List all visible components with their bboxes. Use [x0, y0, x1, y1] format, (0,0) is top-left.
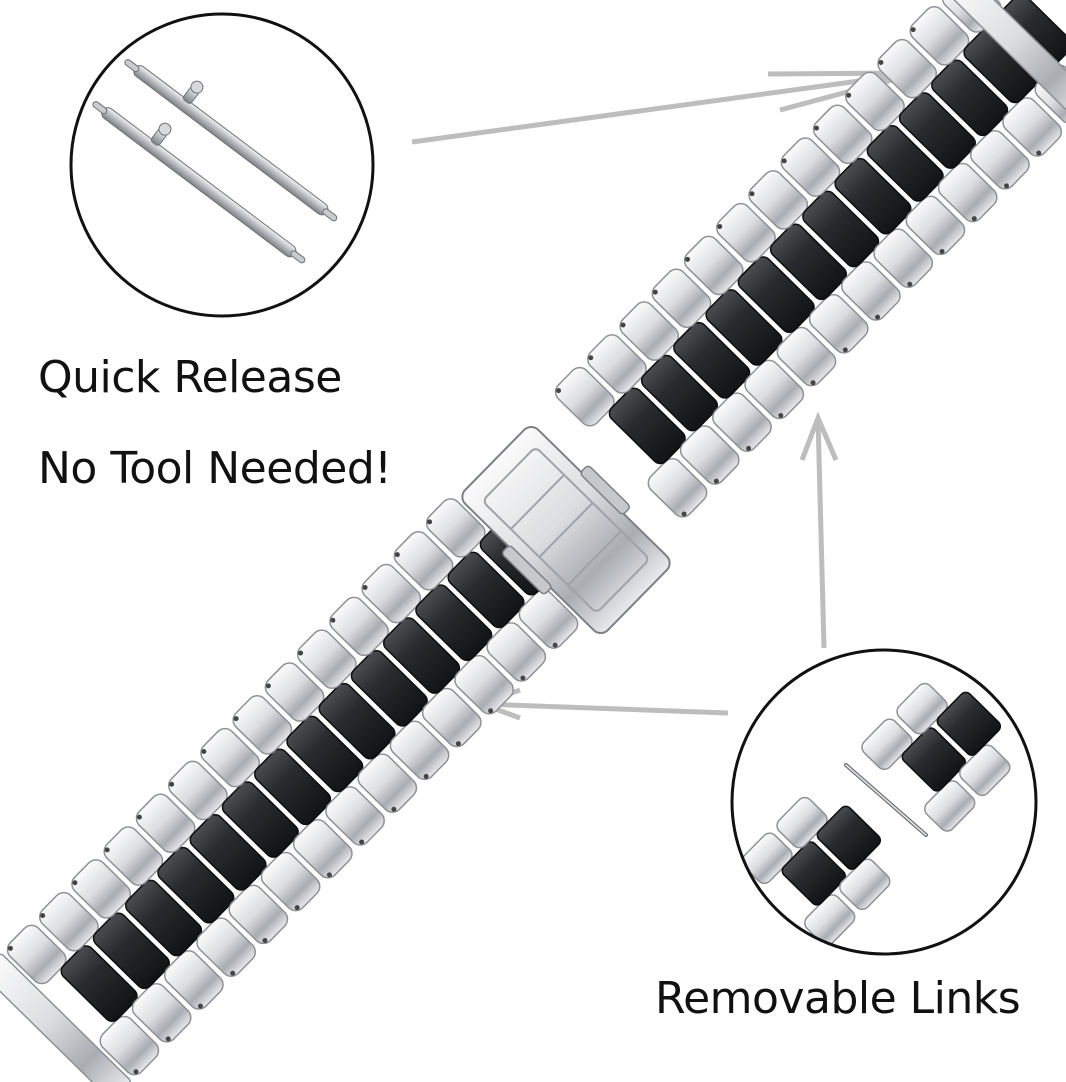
- band-link: [748, 170, 901, 321]
- link-pin-icon: [844, 763, 928, 837]
- inset-circle-outline: [69, 12, 375, 318]
- band-link: [909, 6, 1063, 157]
- band-link: [716, 202, 869, 354]
- band-link: [200, 727, 353, 879]
- band-link: [780, 137, 934, 288]
- band-link: [877, 38, 1030, 190]
- band-link: [39, 891, 192, 1043]
- band-link: [554, 366, 708, 518]
- spring-bar-pin-icon: [124, 59, 338, 222]
- butterfly-clasp: [461, 425, 671, 635]
- arrow-to-band-right: [799, 411, 839, 649]
- band-link: [103, 826, 256, 977]
- band-link: [329, 596, 482, 748]
- band-end-plate-right: [946, 0, 1066, 120]
- removable-link-icon: [861, 682, 1011, 832]
- band-link: [812, 104, 966, 256]
- spring-bar-inset: [69, 12, 375, 318]
- inset-link-segment: [776, 796, 891, 911]
- band-link: [264, 662, 418, 813]
- band-link: [135, 793, 289, 945]
- removable-link-icon: [741, 796, 891, 946]
- band-link: [845, 71, 998, 223]
- band-link: [651, 268, 805, 420]
- band-link: [619, 301, 772, 453]
- spring-bar-pin-icon: [92, 101, 306, 264]
- removable-links-inset: [730, 648, 1038, 956]
- band-link: [683, 235, 837, 387]
- inset-link-segment: [861, 718, 976, 832]
- inset-link-segment: [741, 832, 856, 946]
- band-link: [167, 760, 321, 912]
- band-link: [296, 629, 450, 781]
- band-end-plate-left: [0, 953, 131, 1082]
- inset-circle-outline: [730, 648, 1038, 956]
- band-link: [6, 924, 160, 1076]
- no-tool-needed-caption: No Tool Needed!: [38, 443, 392, 494]
- band-link: [71, 859, 224, 1010]
- band-link: [232, 695, 385, 846]
- band-link: [587, 334, 740, 485]
- removable-links-caption: Removable Links: [655, 973, 1021, 1024]
- band-link: [393, 530, 547, 682]
- inset-link-segment: [896, 682, 1011, 797]
- quick-release-caption: Quick Release: [38, 352, 342, 403]
- band-link: [361, 563, 514, 715]
- arrow-to-band-left: [474, 687, 729, 721]
